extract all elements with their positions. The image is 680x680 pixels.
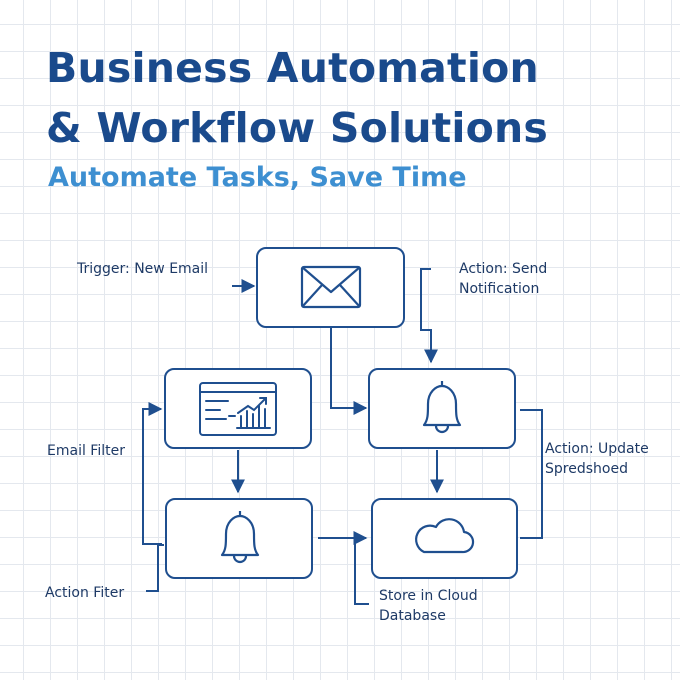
title-line-2: & Workflow Solutions	[46, 104, 549, 152]
connector-email-to-notify	[330, 328, 368, 415]
title-line-1: Business Automation	[46, 44, 539, 92]
notify-node-bottom	[165, 498, 313, 579]
trigger-label: Trigger: New Email	[77, 261, 209, 277]
send-notification-label: Action: Send Notification	[459, 261, 548, 297]
cloud-icon	[415, 518, 475, 554]
connector-send-notification	[420, 268, 438, 364]
connector-email-filter-loop	[142, 402, 163, 545]
bell-icon-top	[422, 381, 462, 434]
nodes	[164, 247, 518, 579]
action-filter-label: Action Fiter	[45, 585, 125, 601]
email-node	[256, 247, 405, 328]
connector-update-spreadsheet	[520, 409, 543, 539]
subtitle: Automate Tasks, Save Time	[48, 162, 467, 193]
cloud-node	[371, 498, 518, 579]
email-filter-label: Email Filter	[47, 443, 125, 459]
connector-action-filter	[146, 544, 164, 592]
notify-node-top	[368, 368, 516, 449]
dashboard-node	[164, 368, 312, 449]
dashboard-chart-icon	[199, 382, 277, 436]
update-spreadsheet-label: Action: Update Spredshoed	[545, 441, 649, 477]
bell-icon-bottom	[220, 511, 260, 564]
connectors	[142, 268, 543, 605]
envelope-icon	[300, 265, 362, 309]
store-cloud-label: Store in Cloud Database	[379, 588, 478, 624]
connector-store-cloud	[354, 540, 369, 605]
